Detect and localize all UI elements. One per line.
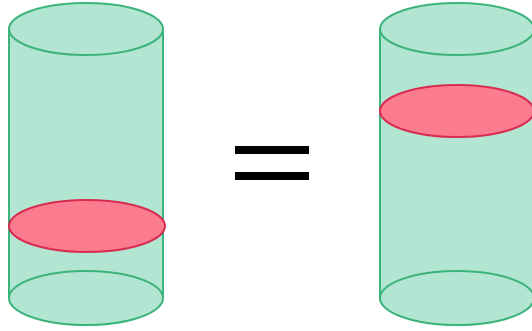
- left-cylinder: [8, 2, 166, 326]
- right-cross-section-disc: [379, 84, 532, 138]
- right-cylinder-bottom-rim: [379, 270, 532, 326]
- equals-top-bar: [235, 146, 309, 154]
- equals-bottom-bar: [235, 172, 309, 180]
- right-cylinder: [379, 2, 532, 326]
- left-cylinder-top: [8, 2, 164, 56]
- left-cross-section-disc: [8, 199, 166, 253]
- equals-sign: [235, 146, 309, 180]
- left-cylinder-bottom-rim: [8, 270, 164, 326]
- right-cylinder-top: [379, 2, 532, 56]
